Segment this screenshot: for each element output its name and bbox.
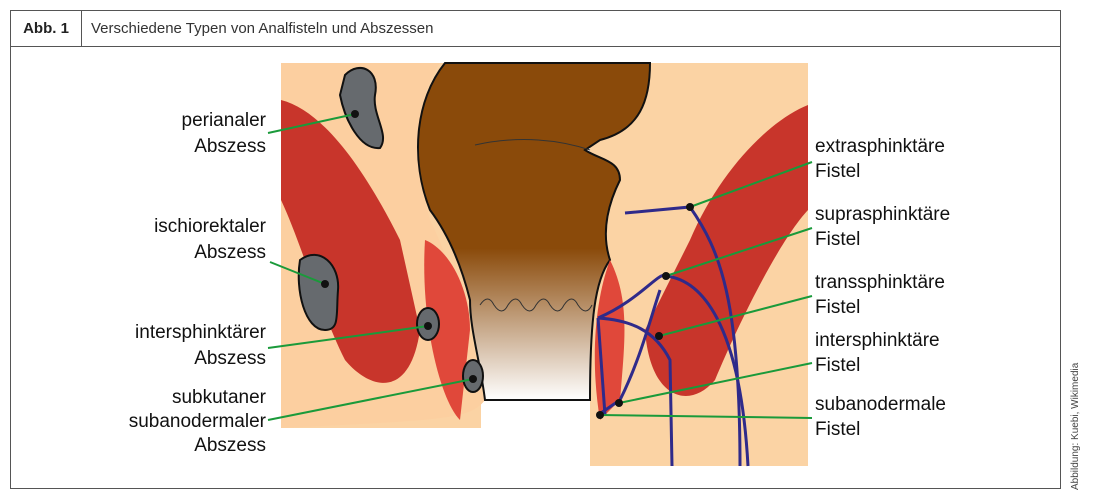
figure-title: Verschiedene Typen von Analfisteln und A…	[91, 20, 434, 37]
leader-lines	[267, 113, 813, 421]
ischiorectal-abscess	[297, 253, 340, 332]
figure-header: Abb. 1 Verschiedene Typen von Analfistel…	[11, 11, 1060, 47]
marker-dots	[321, 110, 694, 419]
sphincter-left	[424, 240, 470, 420]
fistula-tracts	[596, 205, 750, 467]
perianal-abscess	[338, 66, 385, 150]
levator-muscle-left	[281, 100, 420, 383]
figure-frame: Abb. 1 Verschiedene Typen von Analfistel…	[10, 10, 1061, 489]
rectum-lumen	[417, 62, 652, 401]
dentate-line	[479, 298, 593, 312]
figure-number: Abb. 1	[11, 11, 82, 46]
